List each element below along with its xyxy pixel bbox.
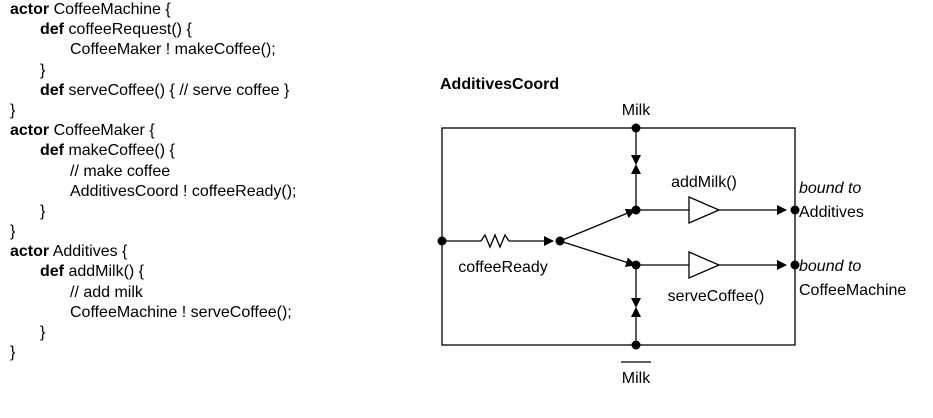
code-text: AdditivesCoord ! coffeeReady(); — [70, 182, 297, 200]
code-line: } — [10, 343, 296, 363]
code-line: def addMilk() { — [10, 262, 296, 282]
code-keyword: actor — [10, 1, 50, 18]
code-line: def coffeeRequest() { — [10, 20, 296, 40]
code-line: CoffeeMaker ! makeCoffee(); — [10, 40, 296, 60]
code-text: CoffeeMaker ! makeCoffee(); — [70, 41, 276, 59]
code-text: CoffeeMachine ! serveCoffee(); — [70, 303, 292, 321]
code-keyword: actor — [10, 243, 50, 261]
bound-target-additives: Additives — [799, 204, 864, 221]
code-text: } — [40, 61, 46, 79]
code-text: coffeeRequest() { — [64, 21, 192, 39]
code-line: // add milk — [10, 283, 296, 303]
milk-top-port — [631, 123, 641, 133]
delay-zigzag — [480, 233, 510, 249]
code-text: } — [40, 324, 46, 341]
serve-coffee-triangle — [688, 251, 721, 279]
code-line: } — [10, 61, 296, 81]
code-keyword: def — [40, 81, 64, 99]
additives-port — [790, 205, 800, 215]
bound-to-lower: bound to — [799, 258, 861, 275]
serve-coffee-label: serveCoffee() — [668, 288, 765, 305]
code-line: actor Additives { — [10, 242, 296, 262]
code-line: } — [10, 323, 296, 343]
milk-bottom-label: Milk — [622, 370, 651, 387]
code-line: } — [10, 101, 296, 121]
fork-lower-arrow — [559, 240, 636, 268]
input-port — [437, 236, 447, 246]
code-listing: actor CoffeeMachine { def coffeeRequest(… — [10, 0, 296, 363]
code-line: def makeCoffee() { — [10, 141, 296, 161]
code-keyword: def — [40, 263, 64, 281]
code-text: } — [10, 344, 16, 362]
code-line: } — [10, 222, 296, 242]
fork-node — [555, 236, 565, 246]
code-keyword: def — [40, 21, 64, 39]
diagram-title: AdditivesCoord — [440, 76, 559, 93]
fork-upper-arrow — [559, 208, 636, 242]
milk-bottom-port — [631, 340, 641, 350]
code-line: CoffeeMachine ! serveCoffee(); — [10, 303, 296, 323]
add-milk-label: addMilk() — [671, 174, 737, 191]
bound-target-coffee-machine: CoffeeMachine — [799, 282, 906, 299]
code-text: // add milk — [70, 283, 143, 301]
code-line: actor CoffeeMaker { — [10, 121, 296, 141]
add-milk-triangle — [688, 196, 721, 224]
code-text: CoffeeMaker { — [49, 122, 155, 140]
coffee-ready-label: coffeeReady — [458, 259, 548, 276]
code-keyword: def — [40, 142, 64, 160]
code-keyword: actor — [10, 122, 50, 140]
code-text: addMilk() { — [64, 263, 145, 281]
code-text: } — [40, 202, 46, 220]
code-text: } — [10, 101, 16, 119]
code-text: CoffeeMachine { — [49, 1, 171, 18]
code-text: makeCoffee() { — [64, 142, 175, 160]
code-text: serveCoffee() { // serve coffee } — [64, 81, 290, 99]
code-line: AdditivesCoord ! coffeeReady(); — [10, 182, 296, 202]
code-line: // make coffee — [10, 162, 296, 182]
code-line: actor CoffeeMachine { — [10, 0, 296, 20]
code-line: def serveCoffee() { // serve coffee } — [10, 81, 296, 101]
code-text: Additives { — [49, 243, 128, 261]
bound-to-upper: bound to — [799, 180, 861, 197]
lower-node — [631, 260, 641, 270]
code-text: // make coffee — [70, 162, 171, 180]
upper-node — [631, 205, 641, 215]
coffee-machine-port — [790, 260, 800, 270]
milk-top-label: Milk — [622, 102, 651, 119]
code-line: } — [10, 202, 296, 222]
code-text: } — [10, 223, 16, 241]
